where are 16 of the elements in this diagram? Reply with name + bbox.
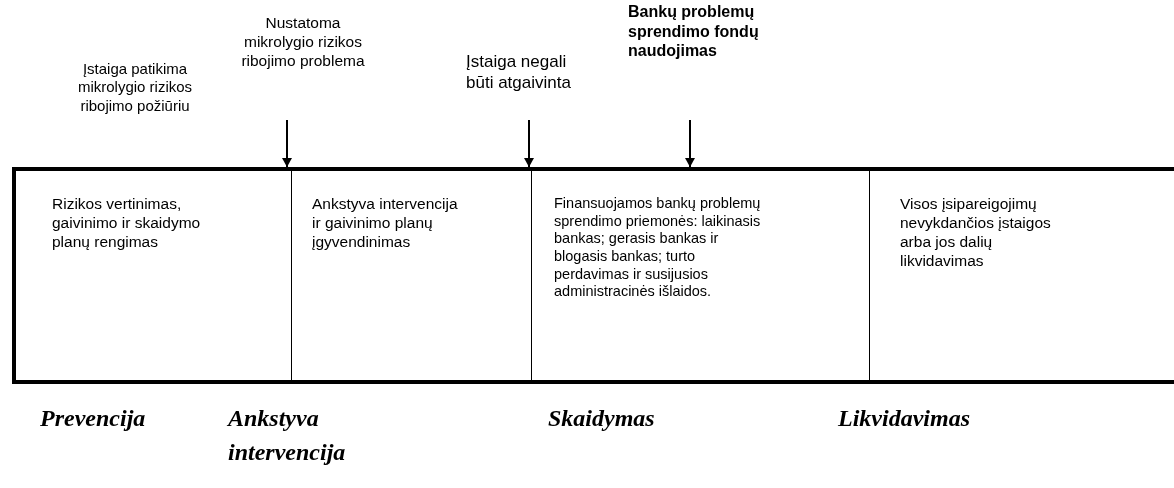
event-note: Bankų problemų sprendimo fondų naudojimas [628,2,766,120]
stage-title: Ankstyva intervencija [228,404,347,467]
stage-description: Visos įsipareigojimų nevykdančios įstaigos arba jos dalių likvidavimas [900,195,1052,271]
stage-title: Skaidymas [548,404,656,433]
stage-description: Rizikos vertinimas, gaivinimo ir skaidymo planų rengimas [52,195,202,252]
stage-title: Prevencija [40,404,147,433]
arrow [282,119,292,168]
event-note: Nustatoma mikrolygio rizikos ribojimo problema [234,14,372,120]
stage-description: Finansuojamos bankų problemų sprendimo priemonės: laikinasis bankas; gerasis bankas ir blogasis bankas; turto perdavimas ir susijusios administracinės išlaidos. [554,195,762,302]
stage-title: Likvidavimas [838,404,971,433]
stage-description: Ankstyva intervencija ir gaivinimo planų įgyvendinimas [312,195,459,252]
arrow [685,119,695,168]
stage-band [12,167,1174,384]
arrow [524,119,534,168]
event-note: Įstaiga negali būti atgaivinta [466,52,594,120]
event-note: Įstaiga patikima mikrolygio rizikos ribojimo požiūriu [76,60,194,115]
